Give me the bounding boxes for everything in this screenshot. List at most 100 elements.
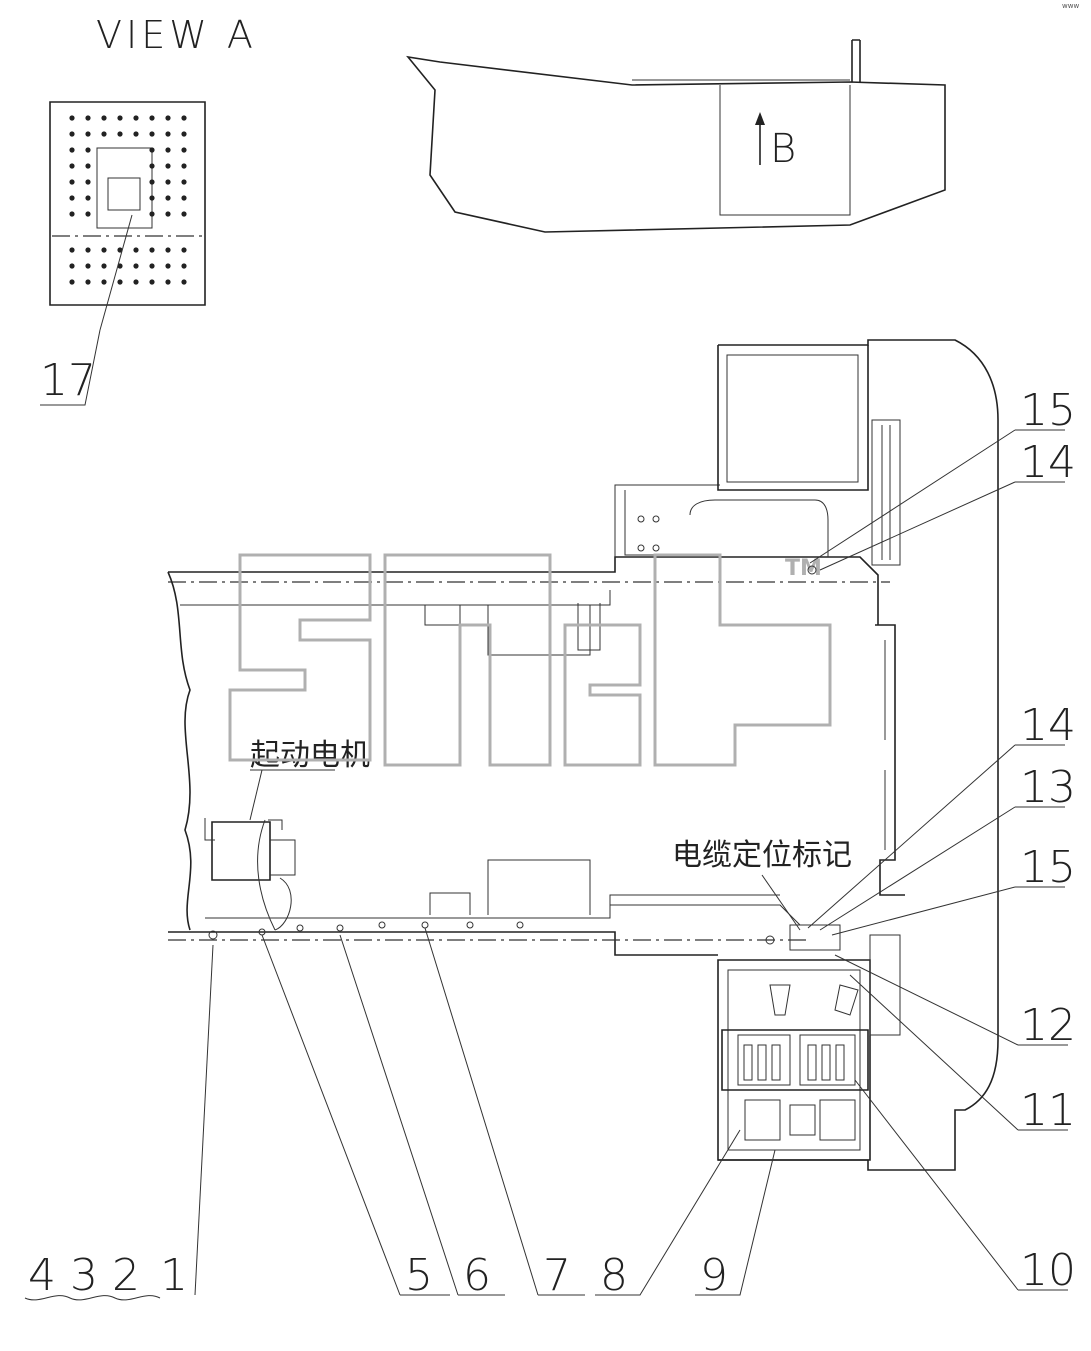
grid-dot xyxy=(85,179,91,185)
corner-mark: www xyxy=(1062,2,1079,10)
grid-dot xyxy=(133,279,139,285)
callout-3: 3 xyxy=(70,1250,98,1301)
grid-dot xyxy=(133,263,139,269)
cable-mark-label: 电缆定位标记 xyxy=(672,838,852,873)
grid-dot xyxy=(69,211,75,217)
grid-dot xyxy=(149,163,155,169)
grid-dot xyxy=(85,147,91,153)
grid-dot xyxy=(149,247,155,253)
grid-dot xyxy=(165,147,171,153)
grid-dot xyxy=(85,195,91,201)
callout-10: 10 xyxy=(1020,1245,1076,1296)
grid-dot xyxy=(101,131,107,137)
grid-dot xyxy=(165,163,171,169)
grid-dot xyxy=(181,147,187,153)
grid-dot xyxy=(69,163,75,169)
grid-dot xyxy=(85,211,91,217)
grid-dot xyxy=(69,195,75,201)
view-b-label: B xyxy=(770,126,796,172)
grid-dot xyxy=(133,247,139,253)
grid-dot xyxy=(69,279,75,285)
grid-dot xyxy=(181,263,187,269)
watermark: TM xyxy=(228,553,832,767)
grid-dot xyxy=(85,163,91,169)
grid-dot xyxy=(117,131,123,137)
grid-dot xyxy=(165,131,171,137)
grid-dot xyxy=(181,211,187,217)
grid-dot xyxy=(69,263,75,269)
grid-dot xyxy=(181,195,187,201)
grid-dot xyxy=(85,279,91,285)
grid-dot xyxy=(101,263,107,269)
starter-motor: 起动电机 xyxy=(204,738,370,931)
callout-15-top: 15 xyxy=(1020,385,1076,436)
callout-12: 12 xyxy=(1020,1000,1076,1051)
grid-dot xyxy=(117,247,123,253)
grid-dots xyxy=(69,115,187,285)
grid-dot xyxy=(149,195,155,201)
grid-dot xyxy=(181,163,187,169)
grid-dot xyxy=(101,115,107,121)
grid-dot xyxy=(85,247,91,253)
callouts-bottom: 4 3 2 1 5 6 7 8 9 xyxy=(24,927,776,1301)
grid-dot xyxy=(165,263,171,269)
grid-dot xyxy=(85,131,91,137)
grid-dot xyxy=(149,115,155,121)
grid-dot xyxy=(149,211,155,217)
grid-dot xyxy=(165,179,171,185)
cab-top-view: B xyxy=(406,39,946,233)
grid-dot xyxy=(101,247,107,253)
grid-dot xyxy=(165,247,171,253)
grid-dot xyxy=(69,115,75,121)
callout-14-mid: 14 xyxy=(1020,700,1076,751)
electrical-box xyxy=(717,924,901,1161)
callout-11: 11 xyxy=(1020,1085,1076,1136)
callout-4: 4 xyxy=(28,1250,56,1301)
grid-dot xyxy=(85,115,91,121)
grid-dot xyxy=(165,279,171,285)
grid-dot xyxy=(69,179,75,185)
grid-dot xyxy=(181,131,187,137)
callout-8: 8 xyxy=(600,1250,628,1301)
grid-dot xyxy=(149,131,155,137)
grid-dot xyxy=(117,263,123,269)
grid-dot xyxy=(149,279,155,285)
grid-dot xyxy=(133,115,139,121)
grid-dot xyxy=(181,247,187,253)
callout-2: 2 xyxy=(112,1250,140,1301)
grid-dot xyxy=(149,179,155,185)
callout-5: 5 xyxy=(405,1250,433,1301)
grid-dot xyxy=(181,179,187,185)
starter-motor-label: 起动电机 xyxy=(250,738,370,773)
grid-dot xyxy=(133,131,139,137)
grid-dot xyxy=(181,279,187,285)
callout-13: 13 xyxy=(1020,762,1076,813)
callout-9: 9 xyxy=(700,1250,728,1301)
view-a: VIEW A 17 xyxy=(40,13,257,406)
callout-14-top: 14 xyxy=(1020,437,1076,488)
grid-dot xyxy=(181,115,187,121)
callout-7: 7 xyxy=(543,1250,571,1301)
cable-clips xyxy=(208,565,817,945)
watermark-tm: TM xyxy=(785,556,822,581)
callout-6: 6 xyxy=(463,1250,491,1301)
grid-dot xyxy=(69,131,75,137)
grid-dot xyxy=(117,279,123,285)
grid-dot xyxy=(165,211,171,217)
grid-dot xyxy=(101,279,107,285)
operator-cab xyxy=(637,339,999,1171)
callout-17: 17 xyxy=(40,355,96,406)
cable-mark-leader xyxy=(761,874,801,931)
grid-dot xyxy=(117,115,123,121)
grid-dot xyxy=(165,195,171,201)
callouts-right: 15 14 14 13 15 12 11 10 xyxy=(807,385,1076,1296)
grid-dot xyxy=(149,263,155,269)
grid-dot xyxy=(165,115,171,121)
grid-dot xyxy=(69,147,75,153)
grid-dot xyxy=(69,247,75,253)
view-a-title: VIEW A xyxy=(96,13,257,57)
grid-dot xyxy=(85,263,91,269)
callout-15-mid: 15 xyxy=(1020,842,1076,893)
grid-dot xyxy=(149,147,155,153)
